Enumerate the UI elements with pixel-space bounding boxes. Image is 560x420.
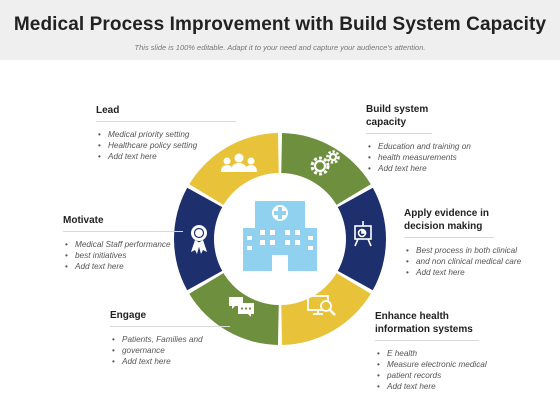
- lead-block: Lead Medical priority setting Healthcare…: [96, 104, 236, 162]
- apply-divider: [404, 237, 494, 238]
- lead-divider: [96, 121, 236, 122]
- list-item: Add text here: [377, 381, 525, 392]
- motivate-block: Motivate Medical Staff performance best …: [63, 214, 183, 272]
- engage-block: Engage Patients, Families and governance…: [110, 309, 230, 367]
- hospital-building-icon: [243, 201, 317, 271]
- list-item: Add text here: [98, 151, 236, 162]
- list-item: governance: [112, 345, 230, 356]
- build-bullets: Education and training on health measure…: [366, 141, 506, 174]
- ring-segment-engage: [189, 273, 279, 345]
- list-item: Best process in both clinical: [406, 245, 554, 256]
- enhance-title-line1: Enhance health: [375, 311, 449, 322]
- lead-bullets: Medical priority setting Healthcare poli…: [96, 129, 236, 162]
- list-item: Patients, Families and: [112, 334, 230, 345]
- list-item: and non clinical medical care: [406, 256, 554, 267]
- apply-block: Apply evidence in decision making Best p…: [404, 207, 554, 278]
- list-item: Education and training on: [368, 141, 506, 152]
- list-item: best initiatives: [65, 250, 183, 261]
- build-divider: [366, 133, 432, 134]
- apply-title-line2: decision making: [404, 221, 483, 232]
- build-title-line2: capacity: [366, 117, 407, 128]
- enhance-divider: [375, 340, 479, 341]
- enhance-title-line2: information systems: [375, 324, 473, 335]
- list-item: health measurements: [368, 152, 506, 163]
- people-group-icon: [221, 153, 257, 172]
- list-item: Add text here: [406, 267, 554, 278]
- list-item: Add text here: [65, 261, 183, 272]
- list-item: Healthcare policy setting: [98, 140, 236, 151]
- list-item: patient records: [377, 370, 525, 381]
- list-item: Measure electronic medical: [377, 359, 525, 370]
- engage-divider: [110, 326, 230, 327]
- award-ribbon-icon: [191, 225, 207, 254]
- header-bar: [0, 0, 560, 60]
- lead-title: Lead: [96, 105, 120, 116]
- list-item: E health: [377, 348, 525, 359]
- motivate-title: Motivate: [63, 215, 104, 226]
- engage-bullets: Patients, Families and governance Add te…: [110, 334, 230, 367]
- ring-segment-build: [281, 133, 371, 205]
- motivate-divider: [63, 231, 183, 232]
- page-title: Medical Process Improvement with Build S…: [13, 14, 547, 35]
- list-item: Medical Staff performance: [65, 239, 183, 250]
- presentation-board-icon: [354, 221, 372, 247]
- list-item: Add text here: [112, 356, 230, 367]
- gears-icon: [310, 150, 340, 176]
- engage-title: Engage: [110, 310, 147, 321]
- list-item: Add text here: [368, 163, 506, 174]
- apply-title-line1: Apply evidence in: [404, 208, 490, 219]
- build-block: Build system capacity Education and trai…: [366, 103, 506, 174]
- computer-search-icon: [307, 295, 336, 316]
- list-item: Medical priority setting: [98, 129, 236, 140]
- apply-bullets: Best process in both clinical and non cl…: [404, 245, 554, 278]
- enhance-bullets: E health Measure electronic medical pati…: [375, 348, 525, 392]
- chat-bubbles-icon: [229, 297, 254, 317]
- motivate-bullets: Medical Staff performance best initiativ…: [63, 239, 183, 272]
- enhance-block: Enhance health information systems E hea…: [375, 310, 525, 392]
- page-subtitle: This slide is 100% editable. Adapt it to…: [134, 43, 426, 52]
- build-title-line1: Build system: [366, 104, 429, 115]
